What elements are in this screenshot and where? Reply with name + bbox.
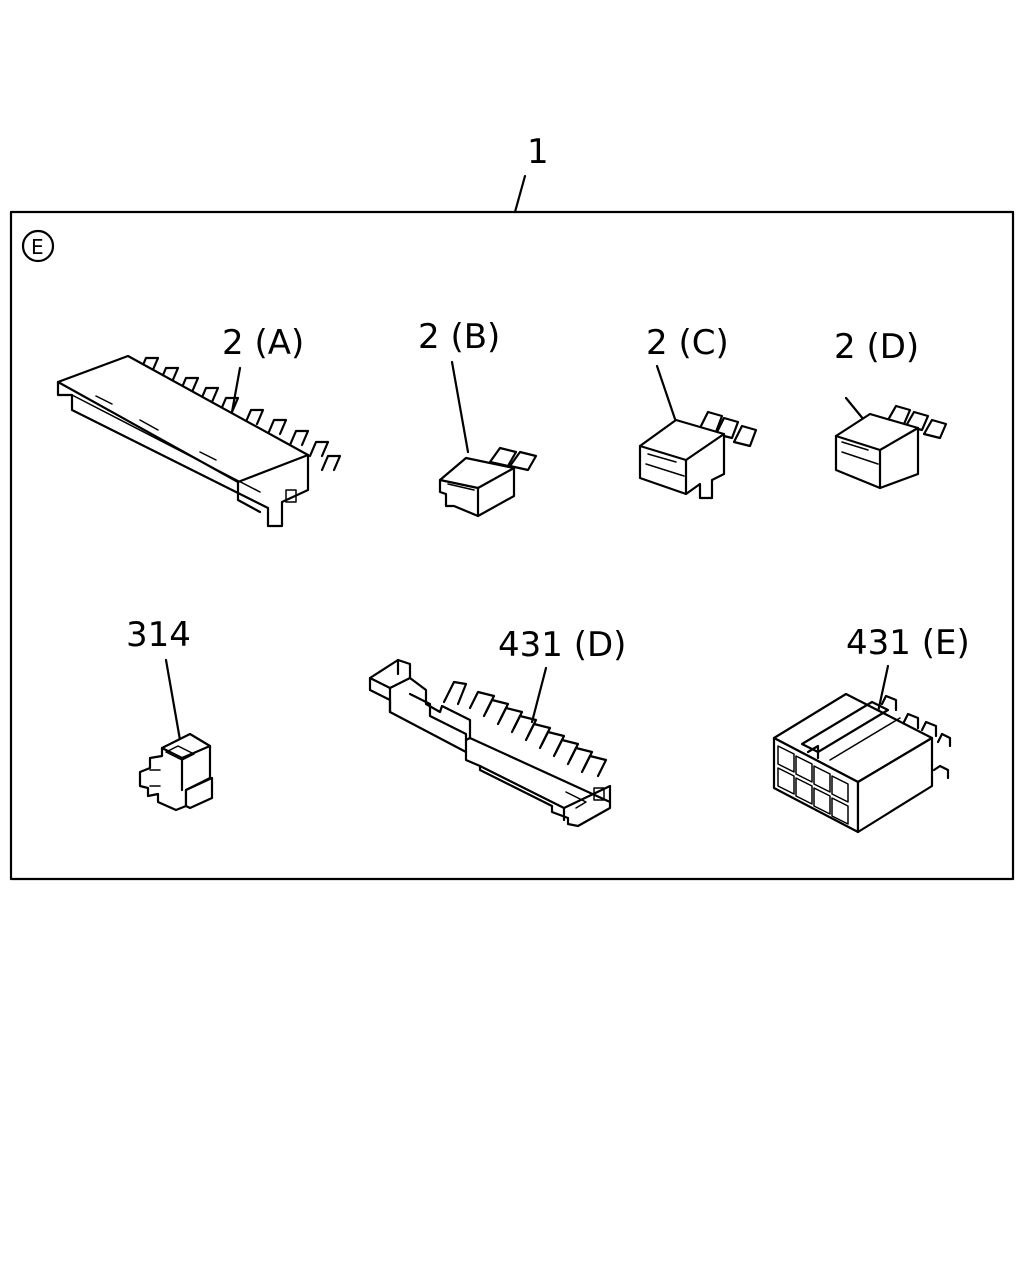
part-label-2c: 2 (C) <box>646 323 729 363</box>
diagram-frame <box>9 210 1015 881</box>
part-label-431e: 431 (E) <box>846 623 970 663</box>
view-marker-label: E <box>31 235 44 259</box>
part-label-2b: 2 (B) <box>418 317 500 357</box>
connector-2a: 2 (A) <box>56 323 342 528</box>
connector-2c: 2 (C) <box>638 323 758 500</box>
assembly-label: 1 <box>527 132 549 172</box>
part-label-2d: 2 (D) <box>834 327 919 367</box>
connector-2d: 2 (D) <box>834 327 948 490</box>
part-label-2a: 2 (A) <box>222 323 304 363</box>
view-marker: E <box>21 229 55 263</box>
connector-314: 314 <box>126 615 214 812</box>
assembly-callout: 1 <box>513 132 549 214</box>
connector-2b: 2 (B) <box>418 317 538 518</box>
connector-431e: 431 (E) <box>772 623 970 834</box>
part-label-431d: 431 (D) <box>498 625 626 665</box>
part-label-314: 314 <box>126 615 191 655</box>
connector-431d: 431 (D) <box>368 625 626 828</box>
